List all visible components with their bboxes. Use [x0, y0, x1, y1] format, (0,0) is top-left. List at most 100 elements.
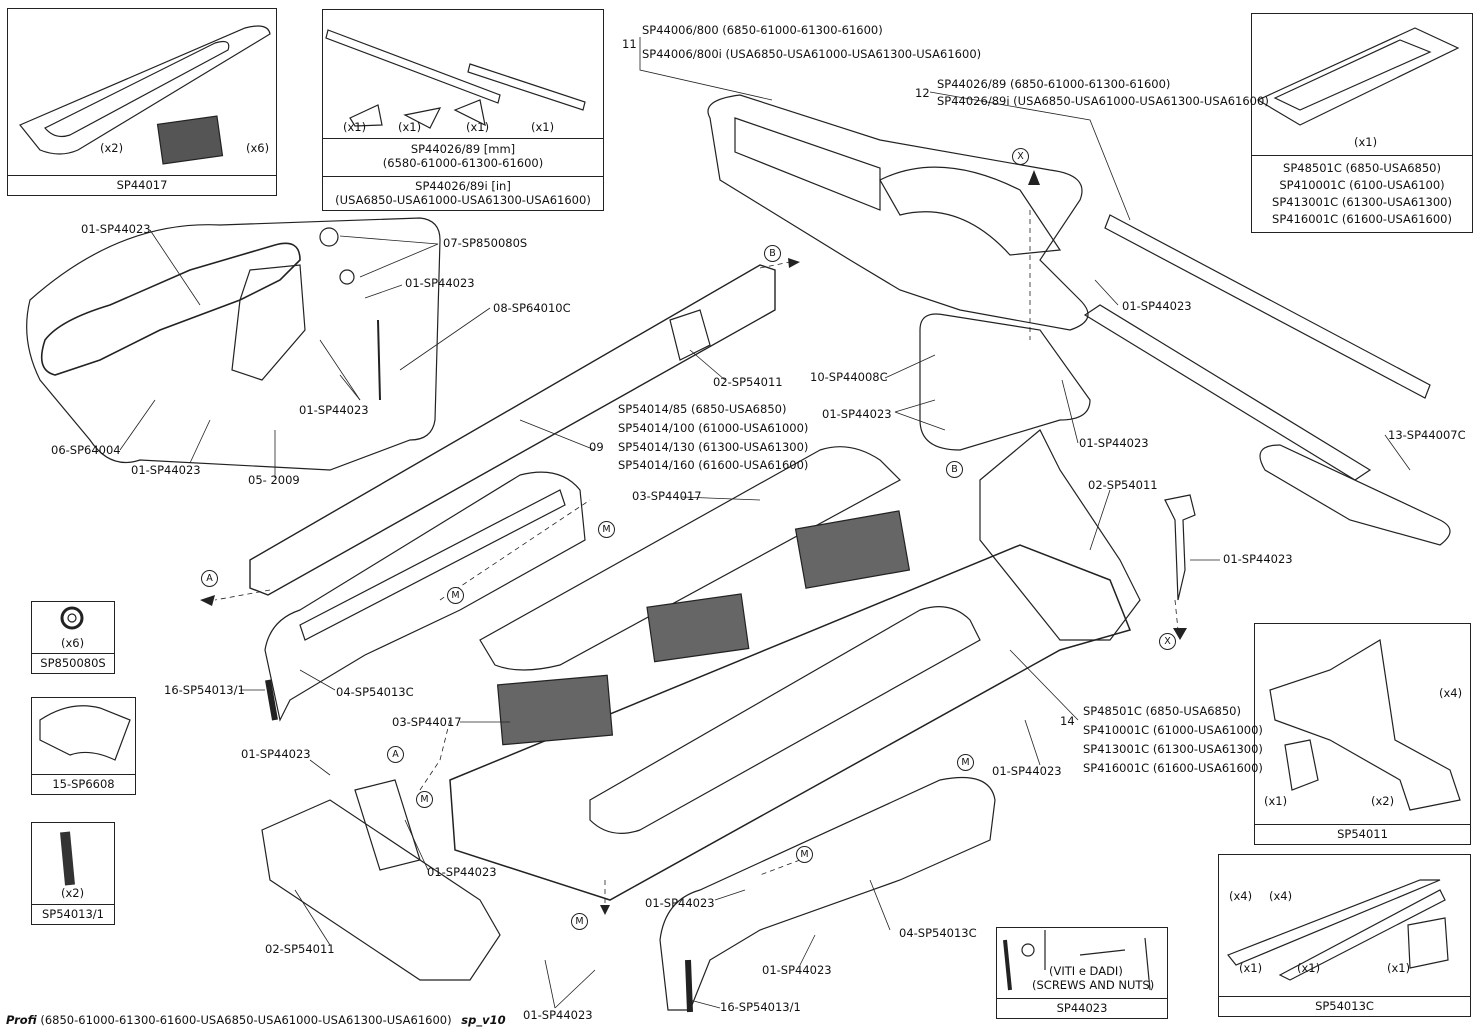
- callout-marker: B: [946, 461, 963, 478]
- qty-label: (x4): [1439, 686, 1463, 700]
- callout-marker: M: [957, 754, 974, 771]
- bracket-kit-drawing: [1269, 639, 1461, 811]
- slider-assembly-outline: [264, 471, 586, 722]
- part-label: 01-SP44023: [822, 407, 892, 421]
- qty-label: (x2): [1371, 794, 1395, 808]
- part-label: 16-SP54013/1: [720, 1000, 801, 1014]
- part-label: 01-SP44023: [762, 963, 832, 977]
- kit-caption: SP44023: [997, 998, 1167, 1018]
- qty-label: (x1): [1387, 961, 1411, 975]
- part-label: 02-SP54011: [1088, 478, 1158, 492]
- part-label: 03-SP44017: [392, 715, 462, 729]
- kit-caption: SP54013C: [1219, 996, 1470, 1016]
- kit-note-en: (SCREWS AND NUTS): [1032, 978, 1155, 992]
- model-name: Profi: [6, 1013, 37, 1027]
- slider-kit-drawing: [1227, 879, 1441, 966]
- group-number: 09: [589, 440, 604, 454]
- kit-box-sp44017: (x2) (x6) SP44017: [7, 8, 277, 196]
- ruler-drawing: [325, 29, 501, 104]
- part-label: 16-SP54013/1: [164, 683, 245, 697]
- sheet-version: sp_v10: [461, 1013, 506, 1027]
- part-label: 01-SP44023: [1079, 436, 1149, 450]
- protractor-ruler-drawing: [734, 117, 881, 211]
- kit-box-sp850080s: (x6) SP850080S: [31, 601, 115, 674]
- part-label: 01-SP44023: [81, 222, 151, 236]
- long-ruler-drawing: [1104, 214, 1431, 399]
- part-label: 01-SP44023: [1223, 552, 1293, 566]
- qty-label: (x4): [1269, 889, 1293, 903]
- kit-caption-line: SP410001C (6100-USA6100): [1279, 178, 1445, 192]
- spring-kit-drawing: [60, 831, 75, 886]
- kit-mm-caption: SP44026/89 [mm] (6580-61000-61300-61600): [323, 138, 603, 179]
- kit-caption: 15-SP6608: [32, 774, 135, 794]
- qty-label: (x1): [1297, 961, 1321, 975]
- base-plate-drawing: [19, 25, 271, 155]
- callout-marker: M: [796, 846, 813, 863]
- kit-caption: SP44017: [8, 175, 276, 195]
- part-label: 04-SP54013C: [899, 926, 977, 940]
- callout-marker: X: [1012, 148, 1029, 165]
- kit-caption-line: SP416001C (61600-USA61600): [1272, 212, 1452, 226]
- side-rail-drawing: [1083, 304, 1372, 481]
- kit-box-sp48501c: (x1) SP48501C (6850-USA6850) SP410001C (…: [1251, 13, 1473, 233]
- kit-caption: SP54013/1: [32, 904, 114, 924]
- cutter-wheel-drawing: [1164, 494, 1196, 601]
- part-label: 01-SP44023: [131, 463, 201, 477]
- group-line: SP54014/130 (61300-USA61300): [618, 440, 809, 454]
- part-label: 02-SP54011: [265, 942, 335, 956]
- kit-note-it: (VITI e DADI): [1049, 964, 1123, 978]
- support-foot-drawing: [261, 799, 501, 981]
- instruction-sheet-drawing: [39, 705, 131, 761]
- part-label: 01-SP44023: [405, 276, 475, 290]
- callout-marker: A: [387, 746, 404, 763]
- group-line: SP416001C (61600-USA61600): [1083, 761, 1263, 775]
- kit-caption: SP850080S: [32, 653, 114, 673]
- callout-marker: X: [1159, 633, 1176, 650]
- kit-box-sp54011: (x4) (x1) (x2) SP54011: [1254, 623, 1471, 845]
- kit-mm-code: SP44026/89 [mm]: [410, 142, 516, 156]
- qty-label: (x1): [343, 120, 367, 134]
- qty-label: (x1): [531, 120, 555, 134]
- group-line: SP44006/800 (6850-61000-61300-61600): [642, 23, 883, 37]
- part-label: 01-SP44023: [645, 896, 715, 910]
- part-label: 06-SP64004: [51, 443, 121, 457]
- callout-marker: B: [764, 245, 781, 262]
- group-line: SP44026/89i (USA6850-USA61000-USA61300-U…: [937, 94, 1269, 108]
- model-codes: (6850-61000-61300-61600-USA6850-USA61000…: [36, 1013, 452, 1027]
- part-label: 10-SP44008C: [810, 370, 888, 384]
- group-line: SP48501C (6850-USA6850): [1083, 704, 1241, 718]
- kit-in-models: (USA6850-USA61000-USA61300-USA61600): [335, 193, 591, 207]
- qty-label: (x2): [61, 886, 85, 900]
- protractor-outline: [707, 94, 1089, 331]
- qty-label: (x1): [1239, 961, 1263, 975]
- part-label: 01-SP44023: [523, 1008, 593, 1022]
- kit-caption-list: SP48501C (6850-USA6850) SP410001C (6100-…: [1252, 155, 1472, 232]
- sponge-drawing: [156, 115, 224, 165]
- kit-mm-models: (6580-61000-61300-61600): [382, 156, 544, 170]
- spring-drawing: [265, 679, 278, 721]
- qty-label: (x4): [1229, 889, 1253, 903]
- kit-box-sp54013-1: (x2) SP54013/1: [31, 822, 115, 925]
- kit-caption-line: SP413001C (61300-USA61300): [1272, 195, 1452, 209]
- group-line: SP54014/160 (61600-USA61600): [618, 458, 809, 472]
- part-label: 03-SP44017: [632, 489, 702, 503]
- handle-assembly-outline: [26, 217, 441, 471]
- group-line: SP54014/100 (61000-USA61000): [618, 421, 809, 435]
- qty-label: (x1): [1354, 135, 1378, 149]
- model-footer: Profi (6850-61000-61300-61600-USA6850-US…: [6, 1013, 506, 1027]
- part-label: 05- 2009: [248, 473, 300, 487]
- foam-pad-drawing: [496, 674, 614, 746]
- bearing-drawing: [60, 606, 84, 630]
- group-line: SP410001C (61000-USA61000): [1083, 723, 1263, 737]
- kit-in-code: SP44026/89i [in]: [415, 179, 511, 193]
- callout-marker: A: [201, 570, 218, 587]
- group-line: SP44006/800i (USA6850-USA61000-USA61300-…: [642, 47, 982, 61]
- part-label: 08-SP64010C: [493, 301, 571, 315]
- qty-label: (x2): [100, 141, 124, 155]
- part-label: 01-SP44023: [241, 747, 311, 761]
- kit-box-sp6608: 15-SP6608: [31, 697, 136, 795]
- qty-label: (x6): [246, 141, 270, 155]
- qty-label: (x1): [1264, 794, 1288, 808]
- part-label: 02-SP54011: [713, 375, 783, 389]
